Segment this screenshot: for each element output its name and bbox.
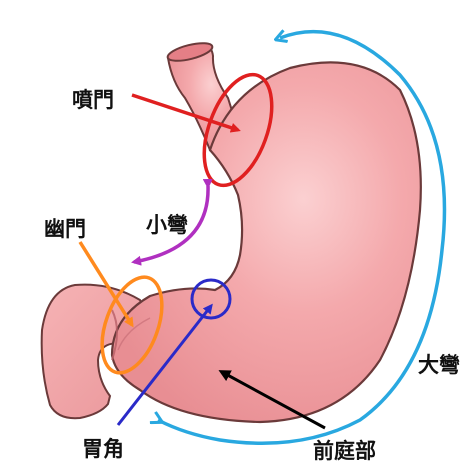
angular-incisure-arrow bbox=[116, 303, 213, 426]
label-antrum: 前庭部 bbox=[313, 439, 376, 463]
antrum-arrow bbox=[218, 370, 326, 430]
label-greater-curvature: 大彎 bbox=[418, 353, 460, 377]
label-lesser-curvature: 小彎 bbox=[146, 213, 188, 237]
greater-curvature-arrow bbox=[158, 32, 447, 445]
label-cardia: 噴門 bbox=[72, 88, 114, 112]
stomach-body bbox=[110, 61, 422, 424]
pylorus-arrow bbox=[78, 241, 134, 328]
label-angular-incisure: 胃角 bbox=[82, 437, 124, 461]
label-pylorus: 幽門 bbox=[44, 217, 86, 241]
lesser-curvature-arrow bbox=[131, 178, 213, 266]
pylorus-ring bbox=[111, 309, 118, 361]
angular-incisure-highlight bbox=[190, 278, 232, 320]
pylorus-highlight bbox=[100, 275, 164, 375]
cardia-arrow bbox=[131, 93, 241, 133]
stomach-fold bbox=[117, 317, 151, 351]
